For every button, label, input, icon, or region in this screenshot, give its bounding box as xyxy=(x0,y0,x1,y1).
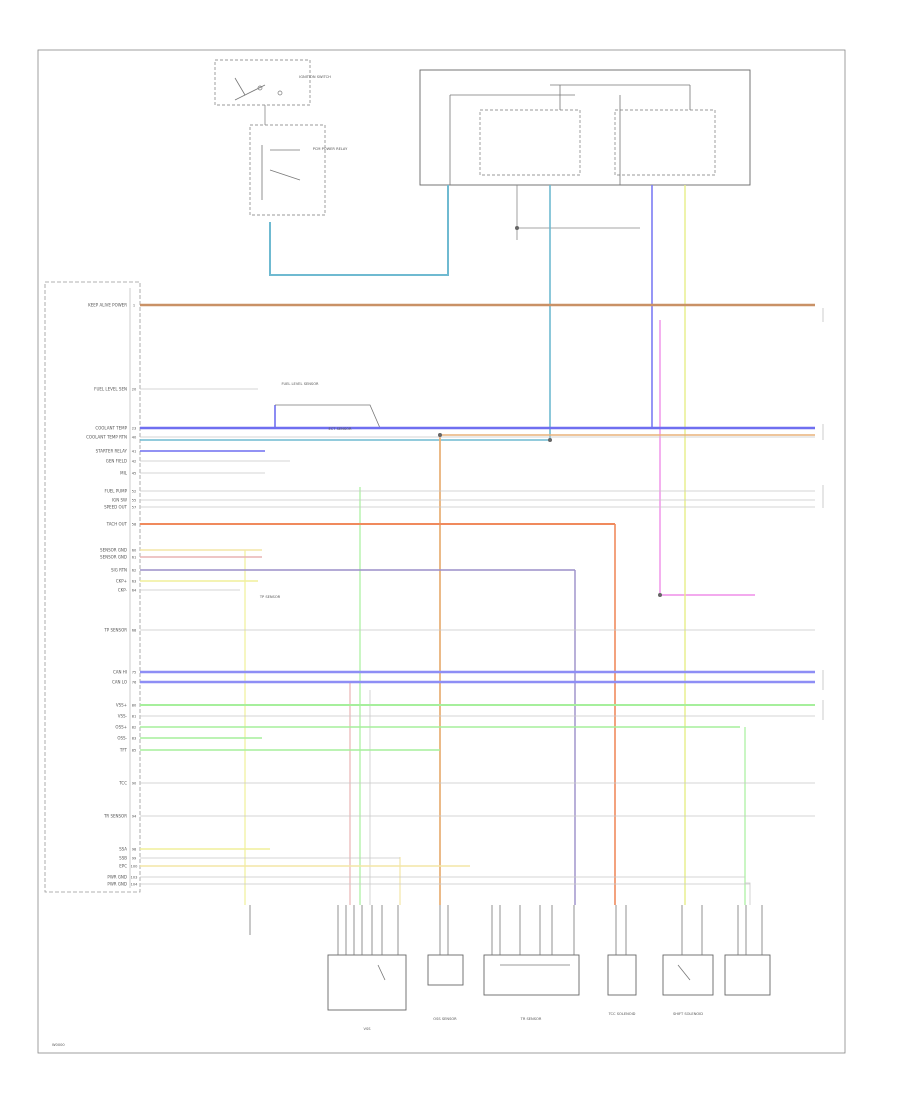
pcm-module xyxy=(44,281,141,893)
pin-label: SENSOR GND xyxy=(100,555,127,560)
pin-label: TR SENSOR xyxy=(103,814,127,819)
pin-cavity: 99 xyxy=(132,857,137,861)
ignition-switch-caption: IGNITION SWITCH xyxy=(299,75,331,79)
pin-label: VSS- xyxy=(118,714,128,719)
fuel-pump-module xyxy=(724,954,771,996)
pin-label: TP SENSOR xyxy=(103,628,127,633)
pin-label: EPC xyxy=(119,864,127,869)
pin-label: COOLANT TEMP RTN xyxy=(86,435,127,440)
tcc-solenoid xyxy=(607,954,637,996)
transmission-range-sensor-caption: TR SENSOR xyxy=(520,1017,542,1021)
tcc-solenoid-caption: TCC SOLENOID xyxy=(608,1012,636,1016)
bottom-components xyxy=(327,954,771,1011)
pin-label: PWR GND xyxy=(107,882,127,887)
pin-cavity: 68 xyxy=(132,629,137,633)
pin-cavity: 81 xyxy=(132,715,137,719)
pin-cavity: 75 xyxy=(132,671,137,675)
pin-cavity: 42 xyxy=(132,460,137,464)
coolant-temp-sensor-caption: ECT SENSOR xyxy=(329,427,352,431)
pin-cavity: 62 xyxy=(132,569,137,573)
shift-solenoid xyxy=(662,954,714,996)
pin-label: SPEED OUT xyxy=(104,505,127,510)
pcm-pin-wires xyxy=(140,303,815,885)
fuel-level-sensor-caption: FUEL LEVEL SENSOR xyxy=(281,382,319,386)
pin-label: OSS+ xyxy=(115,725,127,730)
pin-label: TFT xyxy=(119,748,128,753)
pin-label: SSB xyxy=(119,856,127,861)
pin-cavity: 57 xyxy=(132,506,137,510)
page-frame xyxy=(37,49,846,1054)
transmission-range-sensor xyxy=(483,954,580,996)
pin-cavity: 1 xyxy=(133,304,135,308)
pin-label: TCC xyxy=(118,781,127,786)
output-shaft-speed-sensor xyxy=(427,954,464,986)
pin-label: KEEP ALIVE POWER xyxy=(88,303,127,308)
pin-cavity: 98 xyxy=(132,848,137,852)
pin-cavity: 104 xyxy=(131,883,139,887)
vehicle-speed-sensor-caption: VSS xyxy=(363,1027,371,1031)
pin-label: GEN FIELD xyxy=(106,459,127,464)
pin-cavity: 52 xyxy=(132,490,137,494)
pin-cavity: 76 xyxy=(132,681,137,685)
bottom-connector-pins xyxy=(249,905,763,955)
throttle-position-sensor-caption: TP SENSOR xyxy=(259,595,281,599)
pin-label: FUEL PUMP xyxy=(105,489,128,494)
relay-box xyxy=(419,69,751,186)
pin-label: FUEL LEVEL SEN xyxy=(94,387,127,392)
pin-cavity: 82 xyxy=(132,726,137,730)
pin-cavity: 58 xyxy=(132,523,137,527)
pin-label: OSS- xyxy=(117,736,127,741)
pcm-power-relay-caption: PCM POWER RELAY xyxy=(313,147,348,151)
pin-cavity: 94 xyxy=(132,815,137,819)
ignition-switch xyxy=(214,59,311,106)
pin-label: SSA xyxy=(119,847,127,852)
splices xyxy=(438,226,662,597)
pin-cavity: 63 xyxy=(132,580,137,584)
pin-cavity: 41 xyxy=(132,450,137,454)
pin-label: CAN LO xyxy=(112,680,127,685)
footer-code: W0000 xyxy=(52,1043,65,1047)
pin-label: STARTER RELAY xyxy=(96,449,128,454)
vehicle-speed-sensor xyxy=(327,954,407,1011)
pin-cavity: 23 xyxy=(132,427,137,431)
pin-label: PWR GND xyxy=(107,875,127,880)
pin-cavity: 61 xyxy=(132,556,137,560)
pin-label: VSS+ xyxy=(116,703,127,708)
pin-label: SIG RTN xyxy=(111,568,127,573)
pin-label: CKP+ xyxy=(116,579,127,584)
output-shaft-speed-sensor-caption: OSS SENSOR xyxy=(433,1017,457,1021)
pin-label: COOLANT TEMP xyxy=(95,426,127,431)
shift-solenoid-caption: SHIFT SOLENOID xyxy=(673,1012,703,1016)
pin-cavity: 83 xyxy=(132,737,137,741)
pin-label: IGN SW xyxy=(112,498,127,503)
vertical-wires xyxy=(140,185,815,905)
pin-label: TACH OUT xyxy=(106,522,128,527)
pin-cavity: 40 xyxy=(132,436,137,440)
pin-label: CAN HI xyxy=(113,670,127,675)
pin-cavity: 45 xyxy=(132,472,137,476)
pin-cavity: 90 xyxy=(132,782,137,786)
pin-cavity: 80 xyxy=(132,704,137,708)
pin-cavity: 100 xyxy=(131,865,139,869)
pcm-power-relay xyxy=(249,124,326,216)
pin-label: SENSOR GND xyxy=(100,548,127,553)
pin-label: CKP- xyxy=(118,588,128,593)
pin-label: MIL xyxy=(120,471,128,476)
pin-cavity: 55 xyxy=(132,499,137,503)
pin-cavity: 103 xyxy=(131,876,138,880)
pin-cavity: 85 xyxy=(132,749,137,753)
pin-cavity: 20 xyxy=(132,388,137,392)
pin-cavity: 60 xyxy=(132,549,137,553)
pin-cavity: 64 xyxy=(132,589,137,593)
